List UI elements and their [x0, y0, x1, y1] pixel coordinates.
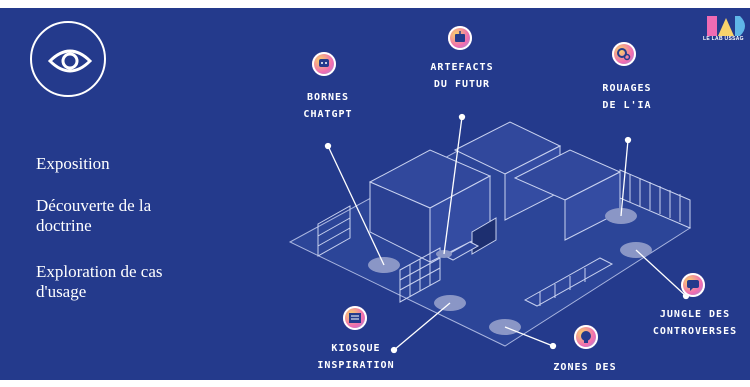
menu-item-exposition: Exposition	[36, 154, 110, 173]
chat-bubbles-icon	[681, 273, 705, 297]
eye-icon	[30, 21, 106, 97]
bottom-border	[0, 380, 750, 387]
zone-label-kiosque: KIOSQUE INSPIRATION	[317, 343, 395, 371]
zone-label-jungle: JUNGLE DES CONTROVERSES	[652, 309, 738, 337]
menu-item-doctrine: Découverte de la doctrine	[36, 196, 152, 235]
chatbot-icon	[312, 52, 336, 76]
lightbulb-brain-icon	[574, 325, 598, 349]
zone-label-rouages: ROUAGES DE L'IA	[602, 83, 652, 111]
lab-logo	[707, 16, 745, 36]
robot-icon	[448, 26, 472, 50]
newspaper-icon	[343, 306, 367, 330]
zone-label-bornes-chatgpt: BORNES CHATGPT	[303, 92, 353, 120]
gears-icon	[612, 42, 636, 66]
top-border	[0, 0, 750, 8]
menu-item-cas-usage: Exploration de cas d'usage	[36, 262, 163, 301]
zone-label-artefacts: ARTEFACTS DU FUTUR	[430, 62, 494, 90]
logo-text: LE LAB USSAG	[703, 36, 744, 42]
